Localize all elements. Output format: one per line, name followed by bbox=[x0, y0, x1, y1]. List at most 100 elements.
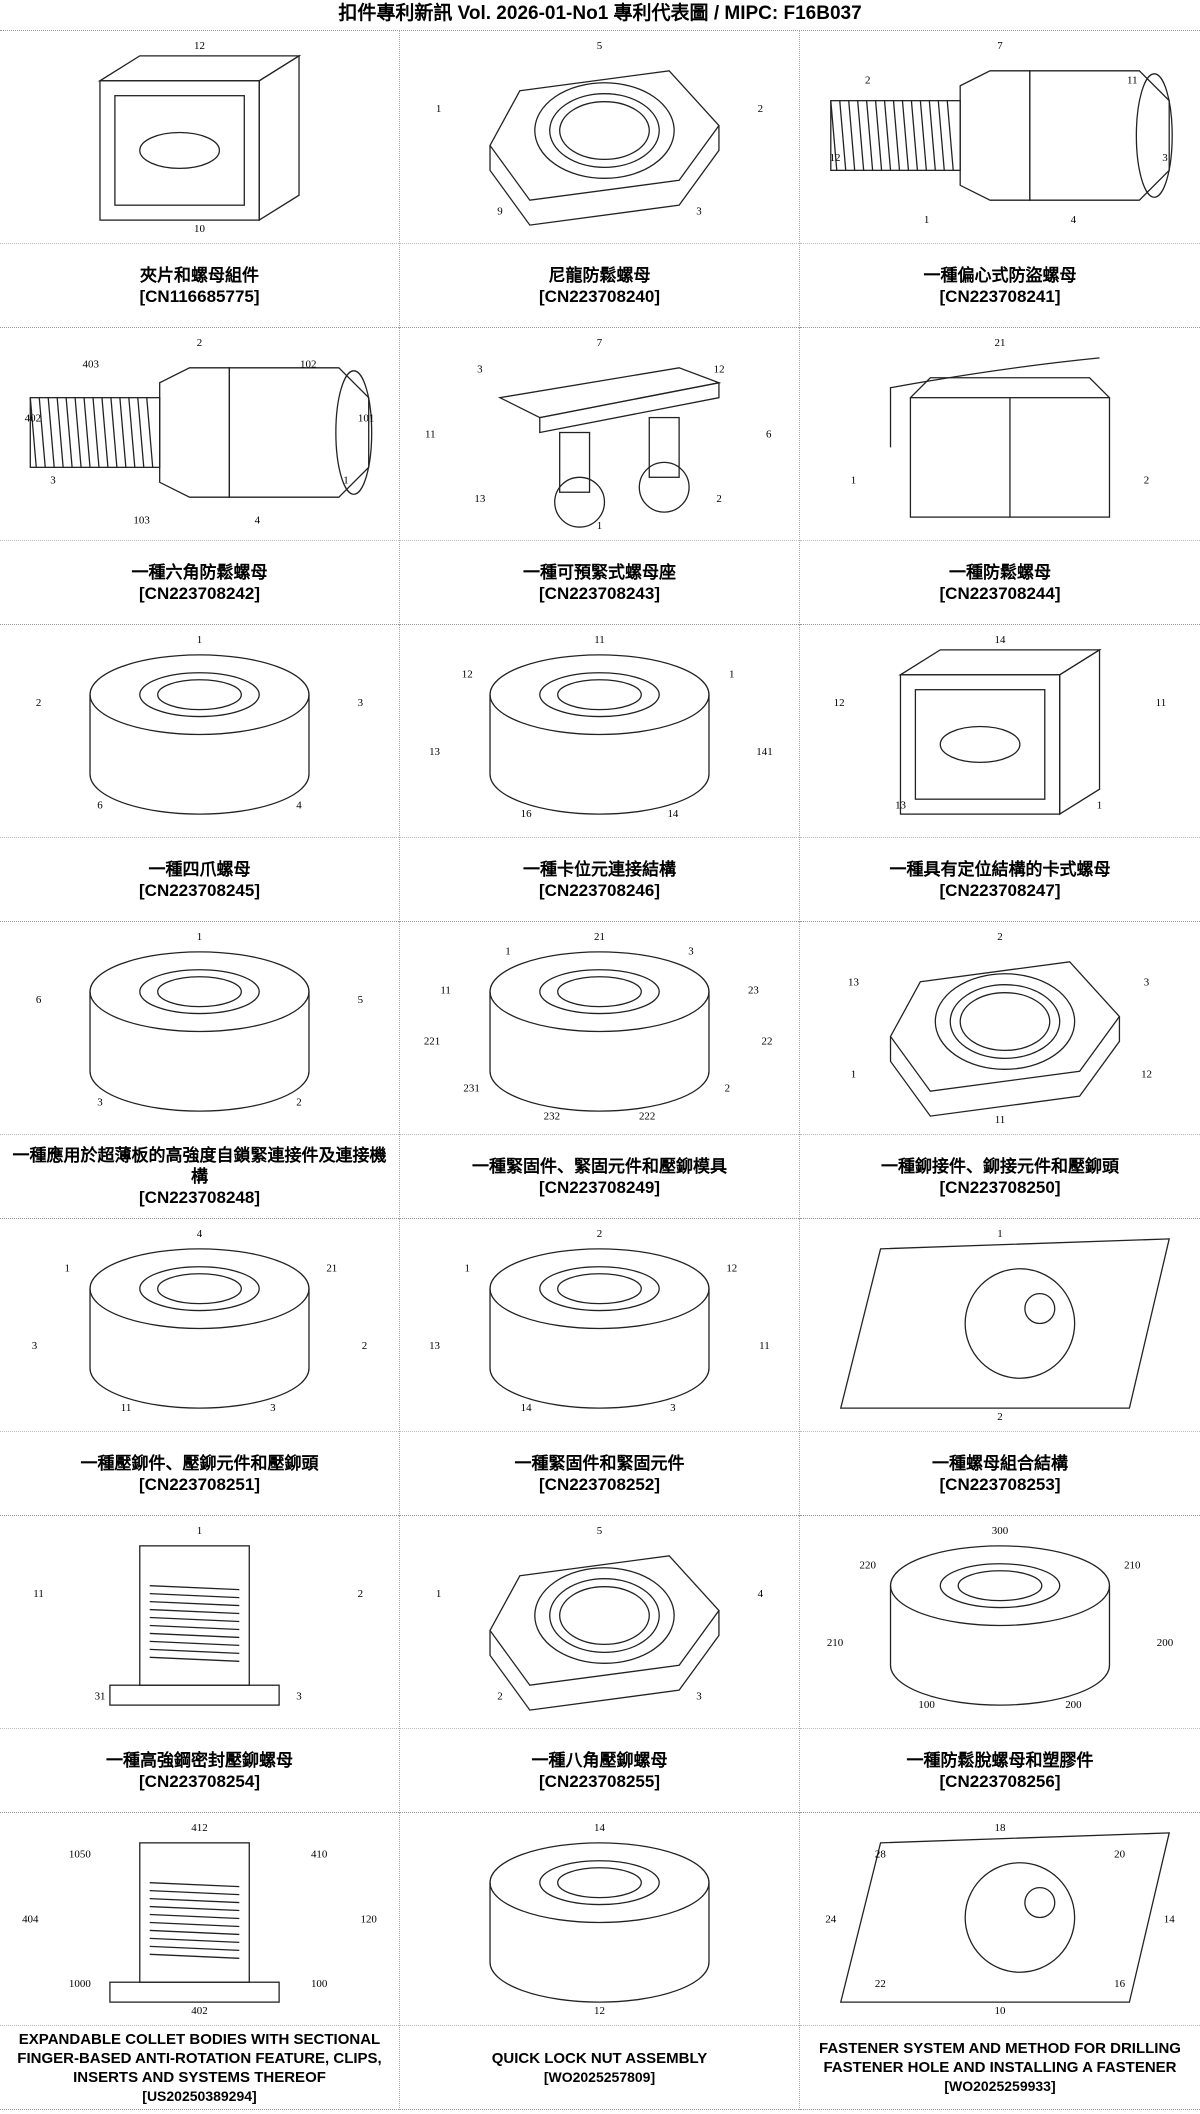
reference-numeral: 4 bbox=[296, 800, 302, 812]
reference-numeral: 10 bbox=[995, 2005, 1006, 2017]
patent-number: [CN223708243] bbox=[539, 583, 660, 603]
patent-title: 一種緊固件、緊固元件和壓鉚模具 bbox=[472, 1156, 727, 1176]
reference-numeral: 101 bbox=[358, 413, 374, 425]
reference-numeral: 14 bbox=[995, 634, 1006, 646]
reference-numeral: 12 bbox=[834, 697, 845, 709]
patent-number: [CN223708242] bbox=[139, 583, 260, 603]
reference-numeral: 2 bbox=[597, 1228, 602, 1240]
reference-numeral: 412 bbox=[191, 1822, 207, 1834]
reference-numeral: 1 bbox=[197, 931, 202, 943]
reference-numeral: 3 bbox=[670, 1402, 676, 1414]
reference-numeral: 6 bbox=[97, 800, 103, 812]
patent-caption: 尼龍防鬆螺母[CN223708240] bbox=[400, 244, 799, 328]
reference-numeral: 10 bbox=[194, 223, 205, 235]
reference-numeral: 2 bbox=[758, 103, 763, 115]
reference-numeral: 12 bbox=[194, 40, 205, 52]
patent-caption: 夾片和螺母組件[CN116685775] bbox=[0, 244, 399, 328]
reference-numeral: 22 bbox=[875, 1978, 886, 1990]
patent-caption: 一種緊固件和緊固元件[CN223708252] bbox=[400, 1432, 799, 1516]
reference-numeral: 1 bbox=[436, 1588, 441, 1600]
reference-numeral: 12 bbox=[594, 2005, 605, 2017]
reference-numeral: 3 bbox=[50, 474, 56, 486]
patent-number: [CN223708247] bbox=[939, 880, 1061, 900]
patent-title: 尼龍防鬆螺母 bbox=[548, 265, 651, 285]
patent-number: [CN223708240] bbox=[539, 286, 660, 306]
patent-caption: 一種防鬆脫螺母和塑膠件[CN223708256] bbox=[800, 1729, 1200, 1813]
patent-caption: QUICK LOCK NUT ASSEMBLY[WO2025257809] bbox=[400, 2026, 799, 2110]
reference-numeral: 1 bbox=[1097, 800, 1102, 812]
reference-numeral: 2 bbox=[362, 1340, 367, 1352]
reference-numeral: 231 bbox=[463, 1082, 479, 1094]
reference-numeral: 100 bbox=[311, 1978, 328, 1990]
reference-numeral: 14 bbox=[667, 808, 678, 820]
patent-number: [WO2025257809] bbox=[543, 2068, 656, 2085]
reference-numeral: 3 bbox=[1162, 152, 1168, 164]
reference-numeral: 13 bbox=[429, 1340, 440, 1352]
patent-title: 一種防鬆脫螺母和塑膠件 bbox=[906, 1750, 1094, 1770]
reference-numeral: 2 bbox=[296, 1097, 301, 1109]
reference-numeral: 11 bbox=[1156, 697, 1167, 709]
reference-numeral: 403 bbox=[83, 358, 100, 370]
reference-numeral: 100 bbox=[918, 1699, 935, 1711]
reference-numeral: 1 bbox=[436, 103, 441, 115]
patent-number: [US20250389294] bbox=[142, 2087, 257, 2104]
reference-numeral: 3 bbox=[696, 1691, 702, 1703]
reference-numeral: 11 bbox=[995, 1114, 1006, 1126]
patent-caption: 一種壓鉚件、壓鉚元件和壓鉚頭[CN223708251] bbox=[0, 1432, 399, 1516]
patent-caption: 一種高強鋼密封壓鉚螺母[CN223708254] bbox=[0, 1729, 399, 1813]
reference-numeral: 11 bbox=[121, 1402, 132, 1414]
patent-number: [CN223708254] bbox=[139, 1771, 260, 1791]
reference-numeral: 11 bbox=[1127, 74, 1138, 86]
reference-numeral: 4 bbox=[197, 1228, 203, 1240]
patent-number: [WO2025259933] bbox=[944, 2078, 1056, 2094]
reference-numeral: 2 bbox=[865, 74, 870, 86]
reference-numeral: 13 bbox=[474, 493, 485, 505]
reference-numeral: 12 bbox=[830, 152, 841, 164]
patent-figure-image: 12 10 bbox=[97, 40, 302, 235]
reference-numeral: 141 bbox=[756, 746, 772, 758]
reference-numeral: 11 bbox=[594, 634, 605, 646]
reference-numeral: 402 bbox=[191, 2005, 207, 2017]
reference-numeral: 410 bbox=[311, 1849, 328, 1861]
patent-card: 12 10 夾片和螺母組件[CN116685775] bbox=[0, 31, 400, 328]
patent-title: 一種偏心式防盜螺母 bbox=[923, 265, 1077, 285]
reference-numeral: 11 bbox=[759, 1340, 770, 1352]
patent-title: 一種緊固件和緊固元件 bbox=[514, 1453, 685, 1473]
patent-title: 一種卡位元連接結構 bbox=[523, 859, 676, 879]
reference-numeral: 2 bbox=[716, 493, 721, 505]
reference-numeral: 3 bbox=[97, 1097, 103, 1109]
patent-number: [CN223708244] bbox=[939, 583, 1061, 603]
reference-numeral: 23 bbox=[748, 984, 759, 996]
reference-numeral: 220 bbox=[860, 1559, 877, 1571]
patent-title: 夾片和螺母組件 bbox=[140, 265, 259, 285]
reference-numeral: 14 bbox=[521, 1402, 532, 1414]
reference-numeral: 12 bbox=[1141, 1068, 1152, 1080]
